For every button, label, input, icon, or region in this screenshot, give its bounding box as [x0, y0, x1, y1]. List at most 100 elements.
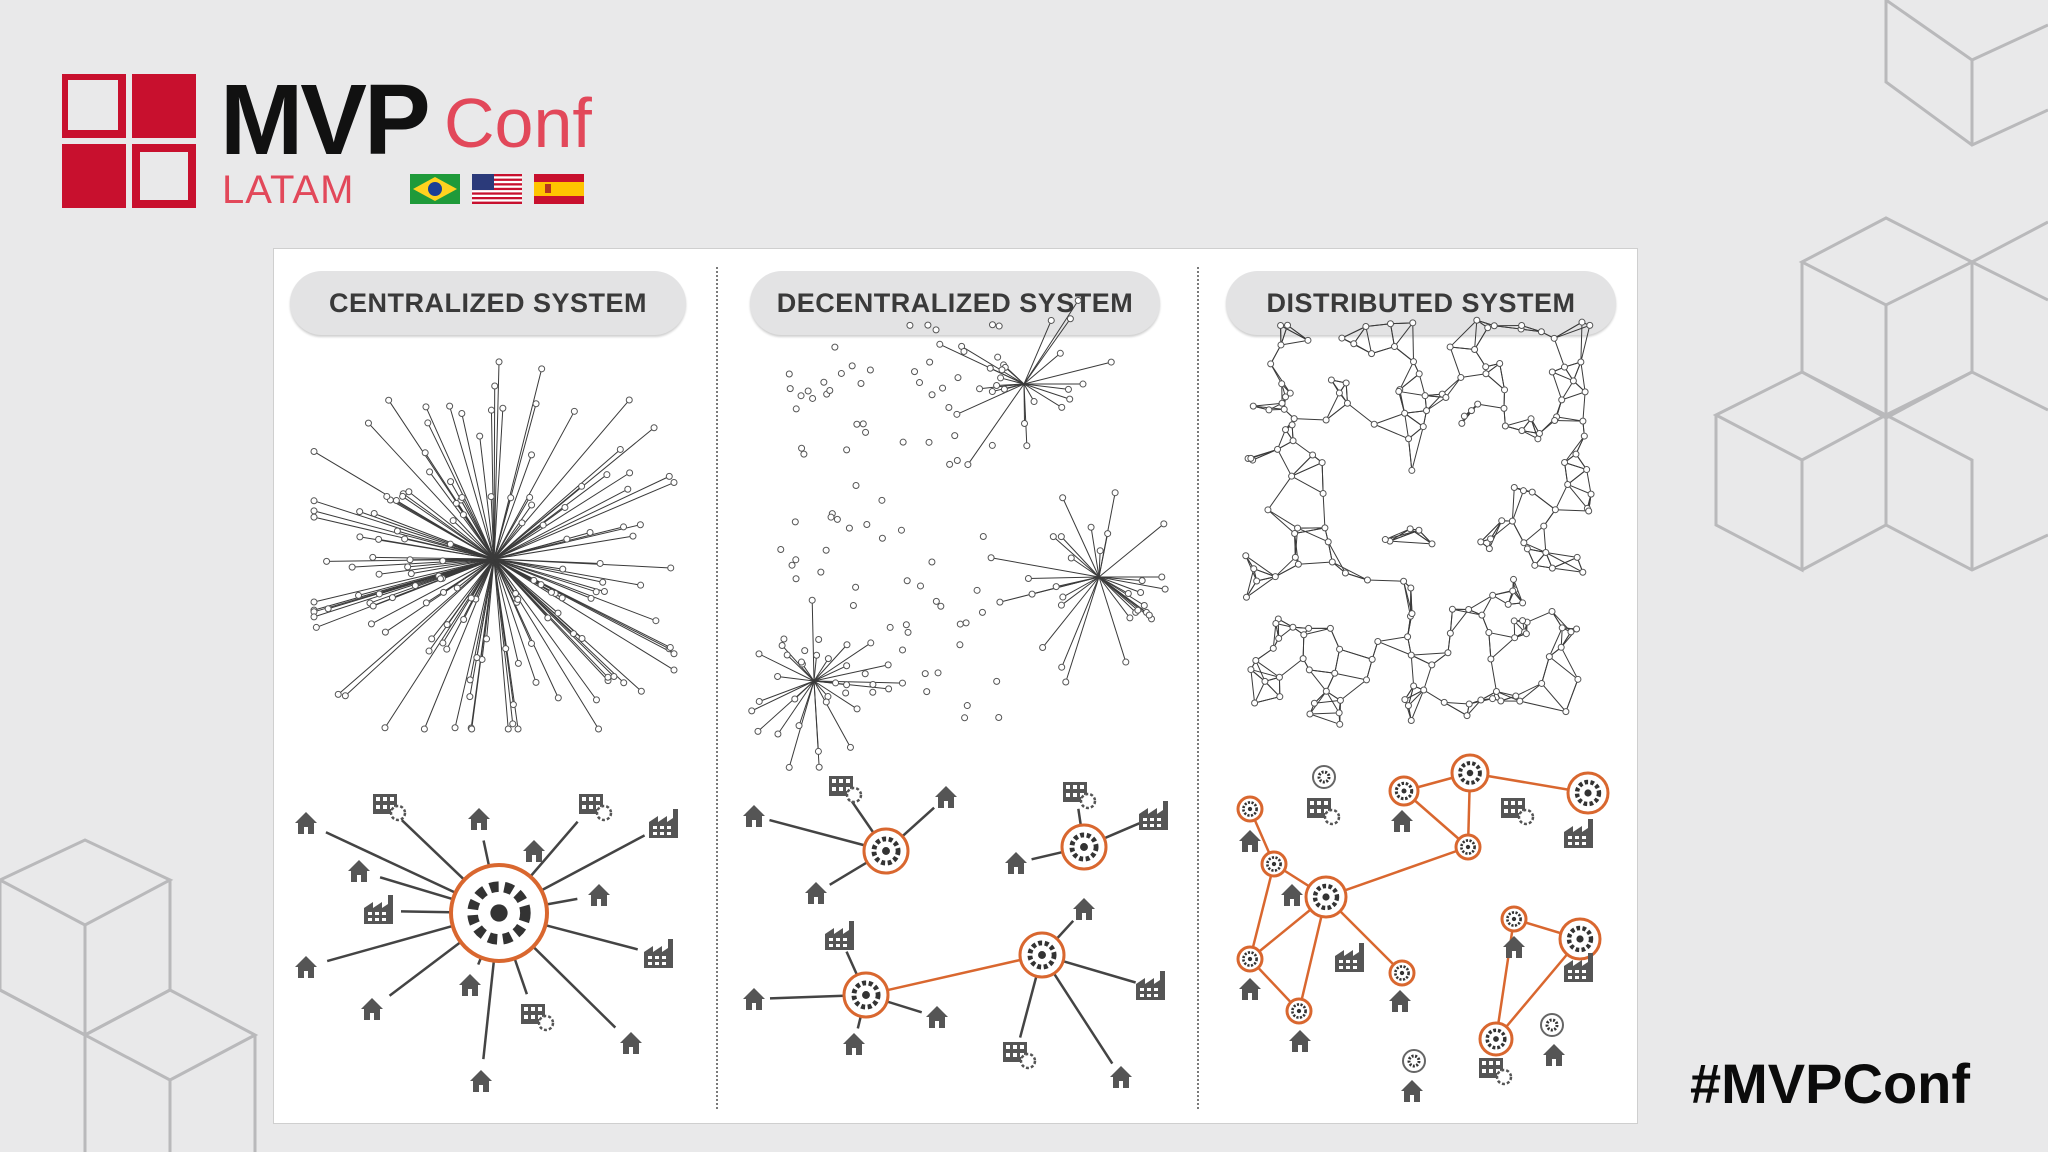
- network-node: [878, 496, 886, 504]
- network-node: [1518, 322, 1526, 330]
- network-node: [404, 563, 412, 571]
- network-node: [1471, 345, 1479, 353]
- network-node: [885, 685, 893, 693]
- network-node: [369, 553, 377, 561]
- network-edge: [1511, 520, 1525, 544]
- network-node: [1290, 415, 1298, 423]
- network-edge: [1345, 572, 1368, 581]
- network-edge: [1541, 683, 1567, 712]
- network-edge: [1490, 658, 1497, 692]
- network-edge: [751, 680, 815, 712]
- network-node: [620, 679, 628, 687]
- house-icon: [295, 812, 317, 834]
- network-node: [1497, 697, 1505, 705]
- network-edge: [769, 818, 866, 847]
- network-node: [310, 448, 318, 456]
- network-edge: [1322, 493, 1326, 528]
- network-node: [988, 388, 996, 396]
- network-node: [512, 590, 520, 598]
- factory-icon: [1564, 953, 1593, 982]
- network-node: [778, 641, 786, 649]
- office-gear-icon: [373, 794, 407, 822]
- network-node: [592, 588, 600, 596]
- network-node: [526, 493, 534, 501]
- network-node: [1021, 419, 1029, 427]
- house-icon: [459, 974, 481, 996]
- network-node: [1407, 584, 1415, 592]
- network-edge: [1023, 383, 1070, 400]
- network-node: [539, 521, 547, 529]
- network-edge: [1426, 397, 1447, 412]
- network-edge: [425, 406, 495, 560]
- factory-icon: [1136, 971, 1165, 1000]
- network-edge: [1404, 699, 1412, 721]
- network-edge: [1098, 576, 1129, 594]
- network-edge: [1449, 609, 1453, 634]
- network-node: [1350, 340, 1358, 348]
- network-node: [586, 529, 594, 537]
- office-gear-icon: [1003, 1042, 1037, 1070]
- network-node: [934, 669, 942, 677]
- network-node: [1247, 666, 1255, 674]
- network-node: [1528, 488, 1536, 496]
- network-node: [897, 526, 905, 534]
- network-node: [1498, 517, 1506, 525]
- network-node: [1442, 393, 1450, 401]
- network-edge: [1275, 563, 1299, 578]
- network-node: [878, 534, 886, 542]
- network-edge: [493, 449, 621, 560]
- network-edge: [493, 408, 504, 560]
- network-edge: [1377, 641, 1412, 656]
- network-edge: [759, 680, 815, 702]
- factory-icon: [364, 895, 393, 924]
- network-edge: [493, 472, 630, 560]
- network-edge: [813, 655, 818, 682]
- network-edge: [493, 399, 630, 560]
- network-node: [1322, 687, 1330, 695]
- network-node: [1335, 709, 1343, 717]
- network-node: [1336, 696, 1344, 704]
- network-edge: [1098, 576, 1166, 590]
- house-icon: [1110, 1066, 1132, 1088]
- network-node: [324, 605, 332, 613]
- network-node: [1321, 524, 1329, 532]
- network-edge: [829, 861, 868, 886]
- network-edge: [1077, 808, 1083, 826]
- network-edge: [1253, 402, 1283, 407]
- network-node: [364, 419, 372, 427]
- network-node: [1587, 490, 1595, 498]
- network-node: [843, 641, 851, 649]
- network-node: [1419, 423, 1427, 431]
- network-edge: [1460, 373, 1487, 378]
- network-edge: [1061, 576, 1100, 668]
- network-node: [532, 400, 540, 408]
- network-node: [369, 602, 377, 610]
- network-edge: [1567, 484, 1592, 495]
- network-node: [1158, 573, 1166, 581]
- network-node: [1247, 454, 1255, 462]
- hub-gear-icon: [1558, 917, 1602, 961]
- network-node: [502, 645, 510, 653]
- network-node: [476, 432, 484, 440]
- network-node: [1477, 696, 1485, 704]
- network-node: [785, 763, 793, 771]
- network-node: [426, 468, 434, 476]
- network-node: [625, 396, 633, 404]
- network-node: [558, 594, 566, 602]
- network-node: [452, 499, 460, 507]
- network-node: [951, 432, 959, 440]
- network-node: [937, 602, 945, 610]
- node-gear-icon: [1312, 765, 1336, 789]
- network-node: [388, 594, 396, 602]
- network-node: [1446, 629, 1454, 637]
- network-node: [1267, 360, 1275, 368]
- network-node: [804, 387, 812, 395]
- network-node: [1548, 564, 1556, 572]
- network-node: [1586, 321, 1594, 329]
- network-node: [826, 387, 834, 395]
- network-node: [407, 570, 415, 578]
- network-edge: [1052, 536, 1100, 578]
- office-gear-icon: [1307, 798, 1341, 826]
- network-node: [1409, 319, 1417, 327]
- network-edge: [1374, 423, 1409, 440]
